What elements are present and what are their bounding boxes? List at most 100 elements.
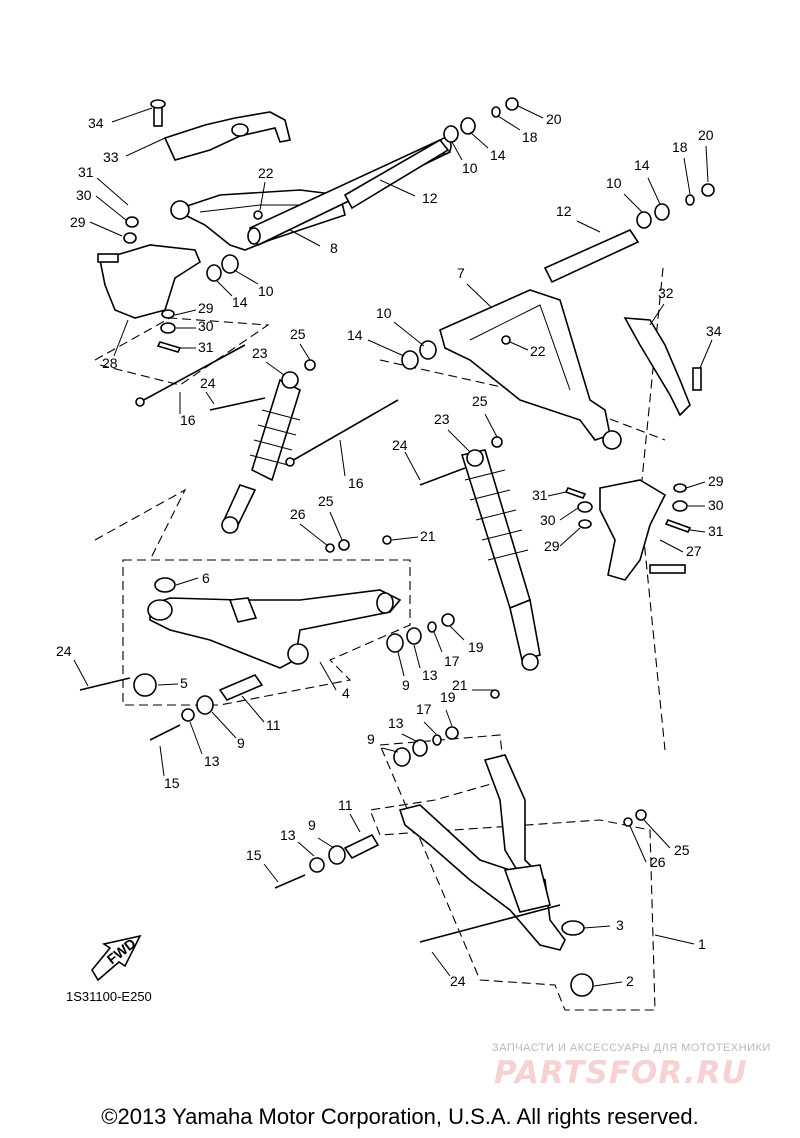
leader-line-19 xyxy=(445,709,453,727)
circlip-6 xyxy=(154,577,176,593)
nut-25-shock-left xyxy=(304,359,316,371)
leader-line-23 xyxy=(265,361,285,376)
bolt-24-shock-left xyxy=(209,397,266,411)
callout-15: 15 xyxy=(164,775,180,791)
callout-25: 25 xyxy=(318,493,334,509)
grease-nipple-21-left xyxy=(382,535,392,545)
bushing-9-right-b xyxy=(393,747,411,767)
knuckle-28 xyxy=(99,244,201,319)
leader-line-10 xyxy=(451,141,463,161)
leader-line-33 xyxy=(125,137,166,157)
leader-line-31 xyxy=(689,529,706,533)
shock-absorber-right xyxy=(419,436,541,671)
leader-line-34 xyxy=(699,339,713,369)
callout-34: 34 xyxy=(706,323,722,339)
leader-line-13 xyxy=(297,841,315,857)
callout-9: 9 xyxy=(367,731,375,747)
bushing-14-lower xyxy=(206,264,222,282)
leader-line-3 xyxy=(583,925,611,929)
leader-line-34 xyxy=(111,107,153,123)
callout-18: 18 xyxy=(522,129,538,145)
callout-13: 13 xyxy=(280,827,296,843)
callout-29: 29 xyxy=(70,214,86,230)
leader-line-30 xyxy=(559,507,579,521)
callout-6: 6 xyxy=(202,570,210,586)
leader-line-30 xyxy=(95,195,127,221)
upper-right-assembly xyxy=(401,183,715,581)
callout-31: 31 xyxy=(198,339,214,355)
nut-20-right xyxy=(701,183,715,197)
fwd-arrow: FWD xyxy=(91,934,142,982)
bolt-34-right xyxy=(692,367,702,391)
leader-line-23 xyxy=(447,429,471,453)
leader-line-15 xyxy=(159,745,165,777)
leader-line-22 xyxy=(509,341,529,351)
leader-line-20 xyxy=(705,145,709,183)
leader-line-10 xyxy=(233,269,259,285)
lower-right-arm-outline xyxy=(369,734,656,1011)
leader-line-25 xyxy=(329,511,343,541)
knuckle-27 xyxy=(599,479,667,581)
leader-line-2 xyxy=(593,981,623,987)
leader-lines xyxy=(73,105,713,987)
bushing-10-right xyxy=(636,211,652,229)
nut-20-left xyxy=(505,97,519,111)
shock-right-body xyxy=(509,598,541,661)
callout-29: 29 xyxy=(708,473,724,489)
callout-5: 5 xyxy=(180,675,188,691)
callout-10: 10 xyxy=(462,160,478,176)
leader-line-15 xyxy=(263,863,279,883)
leader-line-25 xyxy=(643,819,671,849)
shock-left-bottom-eye xyxy=(221,516,239,534)
leader-line-13 xyxy=(189,721,203,755)
lower-left-rear-eye xyxy=(287,643,309,665)
leader-line-26 xyxy=(629,825,647,863)
callout-31: 31 xyxy=(78,164,94,180)
callout-33: 33 xyxy=(103,149,119,165)
shock-mount-right xyxy=(503,864,551,913)
callout-8: 8 xyxy=(330,240,338,256)
leader-line-27 xyxy=(659,539,684,553)
callout-10: 10 xyxy=(606,175,622,191)
collar-12-left xyxy=(343,138,450,210)
leader-line-31 xyxy=(96,177,129,206)
leader-line-18 xyxy=(497,115,521,131)
leader-line-20 xyxy=(517,105,544,119)
shock-right-spring xyxy=(460,449,531,610)
circlip-3 xyxy=(561,920,585,936)
bolt-15-right xyxy=(274,874,306,889)
callout-31: 31 xyxy=(708,523,724,539)
callout-4: 4 xyxy=(342,685,350,701)
leader-line-10 xyxy=(393,321,425,347)
leader-line-16 xyxy=(339,439,346,477)
callout-14: 14 xyxy=(634,157,650,173)
leader-line-6 xyxy=(175,577,199,586)
leader-line-24 xyxy=(73,659,89,687)
callout-24: 24 xyxy=(200,375,216,391)
callout-25: 25 xyxy=(674,842,690,858)
callout-24: 24 xyxy=(56,643,72,659)
callout-13: 13 xyxy=(388,715,404,731)
nut-19-left xyxy=(441,613,455,627)
callout-21: 21 xyxy=(452,677,468,693)
callout-25: 25 xyxy=(472,393,488,409)
bolt-24-lower-left xyxy=(79,677,131,691)
nut-30-top xyxy=(125,216,139,228)
washer-13-left-b xyxy=(406,627,422,645)
shock-right-top-eye xyxy=(466,449,484,467)
collar-11-right xyxy=(343,833,380,860)
bolt-34-left-head xyxy=(150,99,166,109)
leader-line-12 xyxy=(576,220,601,233)
leader-line-29 xyxy=(174,309,197,316)
bushing-14-right xyxy=(654,203,670,221)
callout-19: 19 xyxy=(440,689,456,705)
leader-line-9 xyxy=(397,651,405,677)
callout-11: 11 xyxy=(338,797,353,813)
lower-left-bushing-end xyxy=(147,599,173,621)
leader-line-29 xyxy=(559,527,581,547)
callout-12: 12 xyxy=(422,190,438,206)
callout-12: 12 xyxy=(556,203,572,219)
upper-a-arm-right xyxy=(439,289,611,441)
leader-line-7 xyxy=(466,283,493,309)
